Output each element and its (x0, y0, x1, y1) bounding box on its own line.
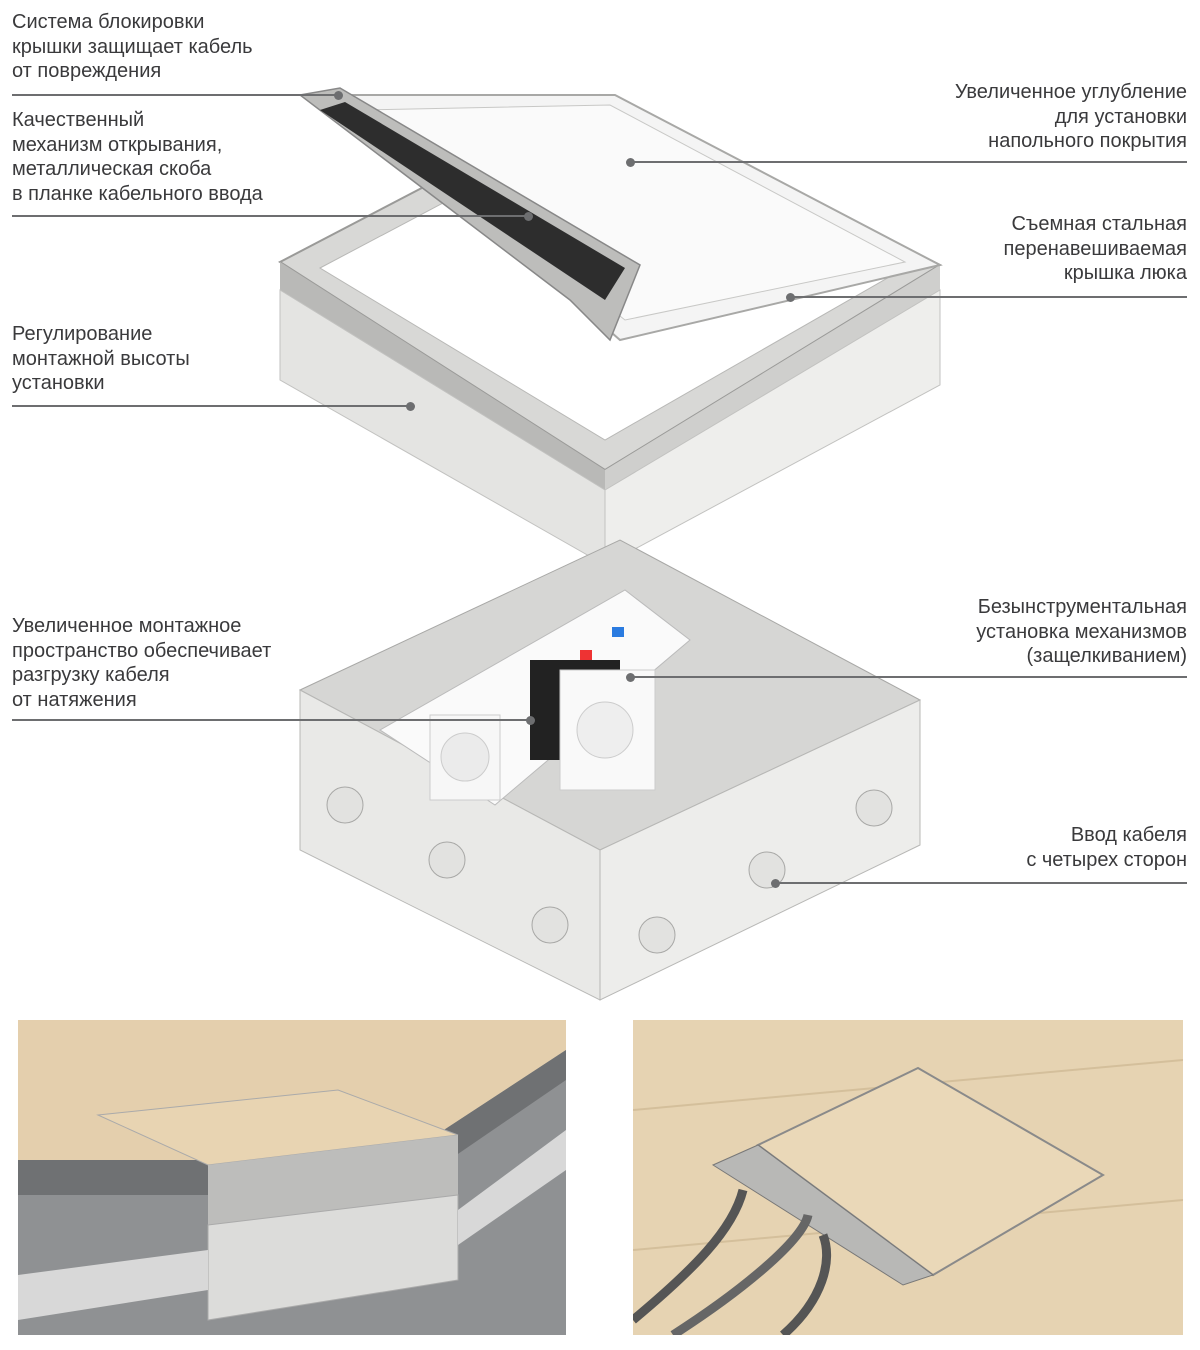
callout-mounting-space: Увеличенное монтажное пространство обесп… (12, 614, 271, 712)
callout-line: Безынструментальная (977, 596, 1187, 618)
callout-line: (защелкиванием) (1026, 645, 1187, 667)
floor-box-illustration (278, 87, 943, 1001)
callout-line: в планке кабельного ввода (12, 182, 263, 205)
leader-dot (526, 716, 535, 725)
callout-line: Система блокировки (12, 11, 205, 33)
callout-line: разгрузку кабеля (12, 664, 170, 686)
photo-floor-section (18, 1020, 566, 1335)
leader-dot (334, 91, 343, 100)
leader-line (12, 719, 530, 721)
leader-dot (524, 212, 533, 221)
leader-dot (786, 293, 795, 302)
callout-opening-mechanism: Качественный механизм открывания, металл… (12, 108, 263, 206)
frame-left-side (280, 262, 605, 490)
leader-line (775, 882, 1187, 884)
callout-line: механизм открывания, (12, 133, 223, 156)
callout-floor-recess: Увеличенное углубление для установки нап… (955, 80, 1187, 154)
leader-line (790, 296, 1187, 298)
callout-line: Увеличенное монтажное (12, 615, 242, 637)
callout-line: для установки (1054, 105, 1187, 128)
leader-line (12, 94, 338, 96)
leader-line (12, 405, 410, 407)
lid-cable-seal (320, 102, 625, 300)
callout-line: напольного покрытия (988, 130, 1187, 152)
leader-dot (771, 879, 780, 888)
callout-line: Увеличенное углубление (954, 81, 1187, 103)
callout-line: установка механизмов (976, 620, 1187, 643)
callout-line: Ввод кабеля (1070, 824, 1187, 846)
callout-line: пространство обеспечивает (12, 639, 272, 662)
callout-line: с четырех сторон (1026, 848, 1187, 871)
callout-line: Регулирование (12, 323, 153, 345)
callout-height-adjust: Регулирование монтажной высоты установки (12, 322, 190, 396)
leader-dot (406, 402, 415, 411)
callout-line: монтажной высоты (12, 347, 190, 370)
box-right-side (599, 699, 921, 1001)
leader-line (630, 676, 1187, 678)
callout-line: от натяжения (12, 688, 137, 711)
callout-cable-entry: Ввод кабеля с четырех сторон (1026, 823, 1187, 872)
leader-line (12, 215, 528, 217)
callout-line: от повреждения (12, 60, 162, 82)
callout-toolless-install: Безынструментальная установка механизмов… (976, 595, 1187, 669)
callout-line: перенавешиваемая (1003, 237, 1187, 260)
callout-line: металлическая скоба (12, 158, 212, 180)
frame-right-side (605, 265, 940, 490)
callout-line: установки (12, 372, 105, 394)
callout-line: крышка люка (1063, 262, 1187, 284)
callout-line: Съемная стальная (1011, 213, 1187, 235)
callout-removable-lid: Съемная стальная перенавешиваемая крышка… (1004, 212, 1187, 286)
callout-line: Качественный (12, 109, 145, 131)
leader-line (630, 161, 1187, 163)
leader-dot (626, 673, 635, 682)
callout-line: крышки защищает кабель (12, 35, 253, 58)
photo-installed-floor-box (633, 1020, 1183, 1335)
leader-dot (626, 158, 635, 167)
height-ring-right (604, 289, 941, 566)
callout-lid-lock: Система блокировки крышки защищает кабел… (12, 10, 253, 84)
